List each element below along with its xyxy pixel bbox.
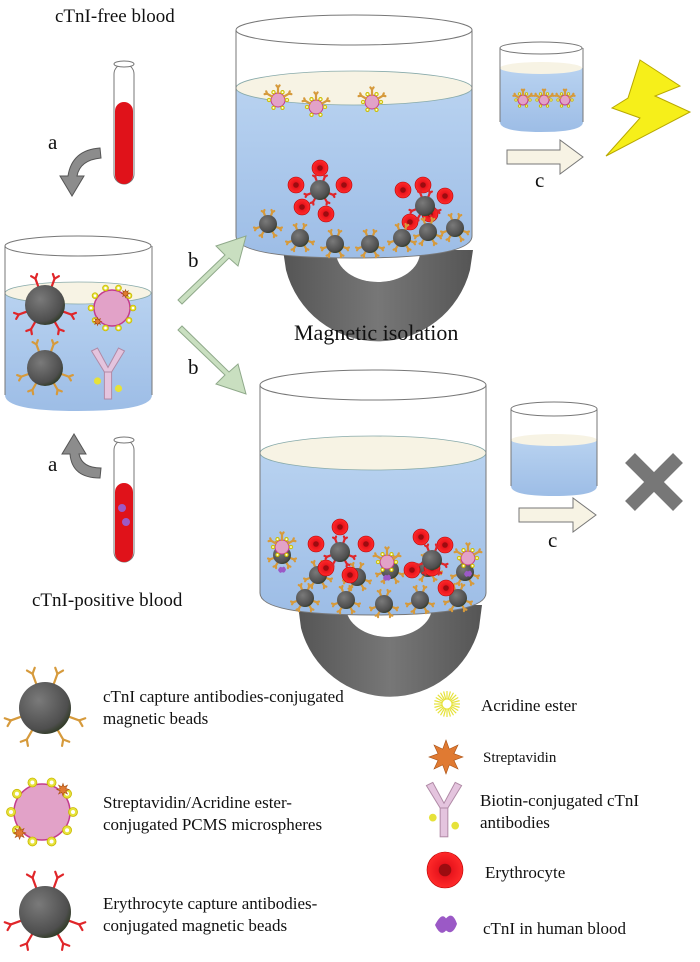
arrow-a-bottom [61, 433, 102, 479]
label-ctni-positive-blood: cTnI-positive blood [32, 590, 183, 611]
top-ery-b-0 [394, 181, 412, 199]
step-b-top: b [188, 248, 199, 272]
mix-ery-bead [12, 272, 78, 336]
legend-erythrocyte: Erythrocyte [485, 863, 566, 882]
bottom-ery-a-1 [307, 535, 325, 553]
top-ery-a-0 [311, 159, 329, 177]
bottom-ctni-2 [464, 570, 472, 577]
bottom-ery-b-3 [403, 561, 421, 579]
top-capture-bead-3 [354, 228, 386, 259]
small-complex-2 [554, 88, 576, 108]
bottom-capture-bead-7 [330, 584, 362, 615]
small-complex-0 [512, 88, 534, 108]
legend-icon-ctni [435, 915, 457, 933]
top-ery-b-2 [436, 187, 454, 205]
top-capture-bead-4 [386, 222, 418, 253]
small-complex-1 [533, 88, 555, 108]
top-ery-a-1 [287, 176, 305, 194]
bottom-ery-a-2 [357, 535, 375, 553]
magnet-top-hole [336, 252, 420, 282]
bottom-complex-2 [453, 542, 483, 568]
legend-icon-erythrocyte [426, 851, 464, 889]
bottom-ery-bead-a [323, 535, 357, 568]
bottom-capture-bead-6 [289, 582, 321, 613]
bottom-ery-bead-b [415, 543, 449, 576]
small-beaker-bottom [510, 401, 598, 496]
bottom-complex-0 [267, 531, 297, 557]
top-surface-complex-0 [263, 84, 293, 110]
legend-streptavidin: Streptavidin [483, 750, 557, 766]
step-a-top: a [48, 130, 58, 154]
top-ery-a-3 [293, 198, 311, 216]
mix-biotin-antibody [90, 347, 126, 400]
lightning-icon [605, 59, 692, 157]
beaker-mixing [4, 235, 153, 411]
legend-ery-beads: Erythrocyte capture antibodies-conjugate… [103, 894, 318, 935]
arrow-c-top [506, 139, 584, 175]
top-ery-a-2 [335, 176, 353, 194]
top-surface-complex-1 [301, 91, 331, 117]
small-beaker-top [499, 41, 584, 132]
bottom-ery-a-4 [341, 566, 359, 584]
bottom-ctni-1 [383, 574, 391, 581]
bottom-ery-a-0 [331, 518, 349, 536]
bottom-capture-bead-9 [404, 584, 436, 615]
top-capture-bead-2 [319, 228, 351, 259]
legend-icon-streptavidin [428, 739, 464, 775]
arrow-a-top [59, 147, 102, 197]
top-capture-bead-0 [252, 208, 284, 239]
step-a-bottom: a [48, 452, 58, 476]
magnet-bottom [298, 605, 482, 697]
step-c-bottom: c [548, 528, 558, 552]
cross-icon [625, 453, 683, 511]
top-ery-b-1 [414, 176, 432, 194]
arrow-b-down [177, 325, 247, 395]
step-c-top: c [535, 168, 545, 192]
top-ery-a-4 [317, 205, 335, 223]
top-capture-bead-6 [439, 212, 471, 243]
mix-capture-bead [16, 339, 74, 396]
step-b-bottom: b [188, 355, 199, 379]
bottom-ctni-0 [278, 566, 286, 573]
tube-ctni-positive [113, 436, 135, 563]
bottom-complex-1 [372, 546, 402, 572]
bottom-ery-b-1 [436, 536, 454, 554]
top-capture-bead-1 [284, 222, 316, 253]
legend-acridine: Acridine ester [481, 696, 577, 715]
bottom-ery-b-0 [412, 528, 430, 546]
top-ery-bead-a [303, 173, 337, 206]
top-surface-complex-2 [357, 86, 387, 112]
bottom-capture-bead-8 [368, 588, 400, 619]
legend-icon-ery-bead [3, 870, 87, 951]
bottom-ery-a-3 [317, 559, 335, 577]
legend-icon-acridine [434, 691, 460, 717]
label-magnetic-isolation: Magnetic isolation [294, 320, 459, 345]
top-ery-b-3 [401, 213, 419, 231]
arrow-c-bottom [518, 497, 597, 533]
mix-pcms [87, 284, 137, 332]
legend-pcms: Streptavidin/Acridine ester-conjugated P… [103, 793, 323, 834]
tube-ctni-free [113, 60, 135, 185]
legend-ctni: cTnI in human blood [483, 919, 627, 938]
legend-icon-capture-bead [3, 666, 87, 747]
label-ctni-free-blood: cTnI-free blood [55, 6, 175, 27]
legend-icon-biotin-ab [425, 781, 463, 838]
arrow-b-up [177, 235, 247, 305]
magnet-top [283, 250, 473, 342]
top-capture-bead-5 [412, 216, 444, 247]
legend-icon-pcms [6, 777, 78, 847]
bottom-ery-b-4 [437, 579, 455, 597]
